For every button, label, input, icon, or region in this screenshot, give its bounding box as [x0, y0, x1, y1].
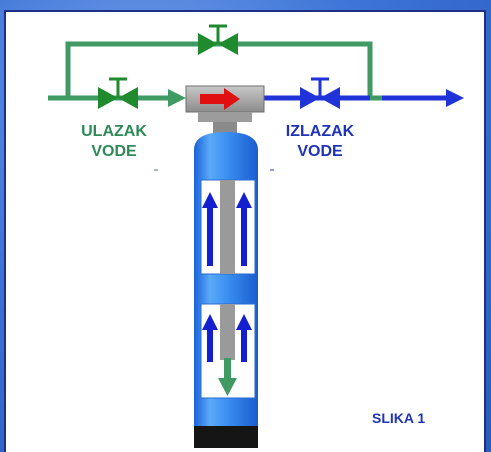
inlet-valve-icon[interactable]	[98, 77, 138, 109]
inlet-label-line2: VODE	[91, 143, 137, 160]
flow-arrow-head-icon	[200, 88, 240, 110]
outlet-label: IZLAZAK VODE	[268, 122, 372, 162]
tank-base	[194, 426, 258, 448]
up-arrow-icon	[236, 192, 252, 266]
inlet-arrowhead	[168, 89, 186, 107]
inlet-label: ULAZAK VODE	[62, 122, 166, 162]
outlet-valve-icon[interactable]	[300, 77, 340, 109]
outlet-label-line2: VODE	[297, 143, 343, 160]
down-arrow-icon	[218, 358, 237, 396]
riser-tube-lower	[220, 304, 235, 360]
bypass-valve-icon[interactable]	[198, 24, 238, 55]
up-arrow-icon	[236, 314, 252, 362]
figure-caption: SLIKA 1	[372, 410, 426, 426]
riser-tube-upper	[220, 180, 235, 274]
up-arrow-icon	[202, 314, 218, 362]
outlet-label-line1: IZLAZAK	[285, 123, 355, 140]
outlet-arrowhead	[446, 89, 464, 107]
up-arrow-icon	[202, 192, 218, 266]
inlet-label-line1: ULAZAK	[81, 123, 147, 140]
